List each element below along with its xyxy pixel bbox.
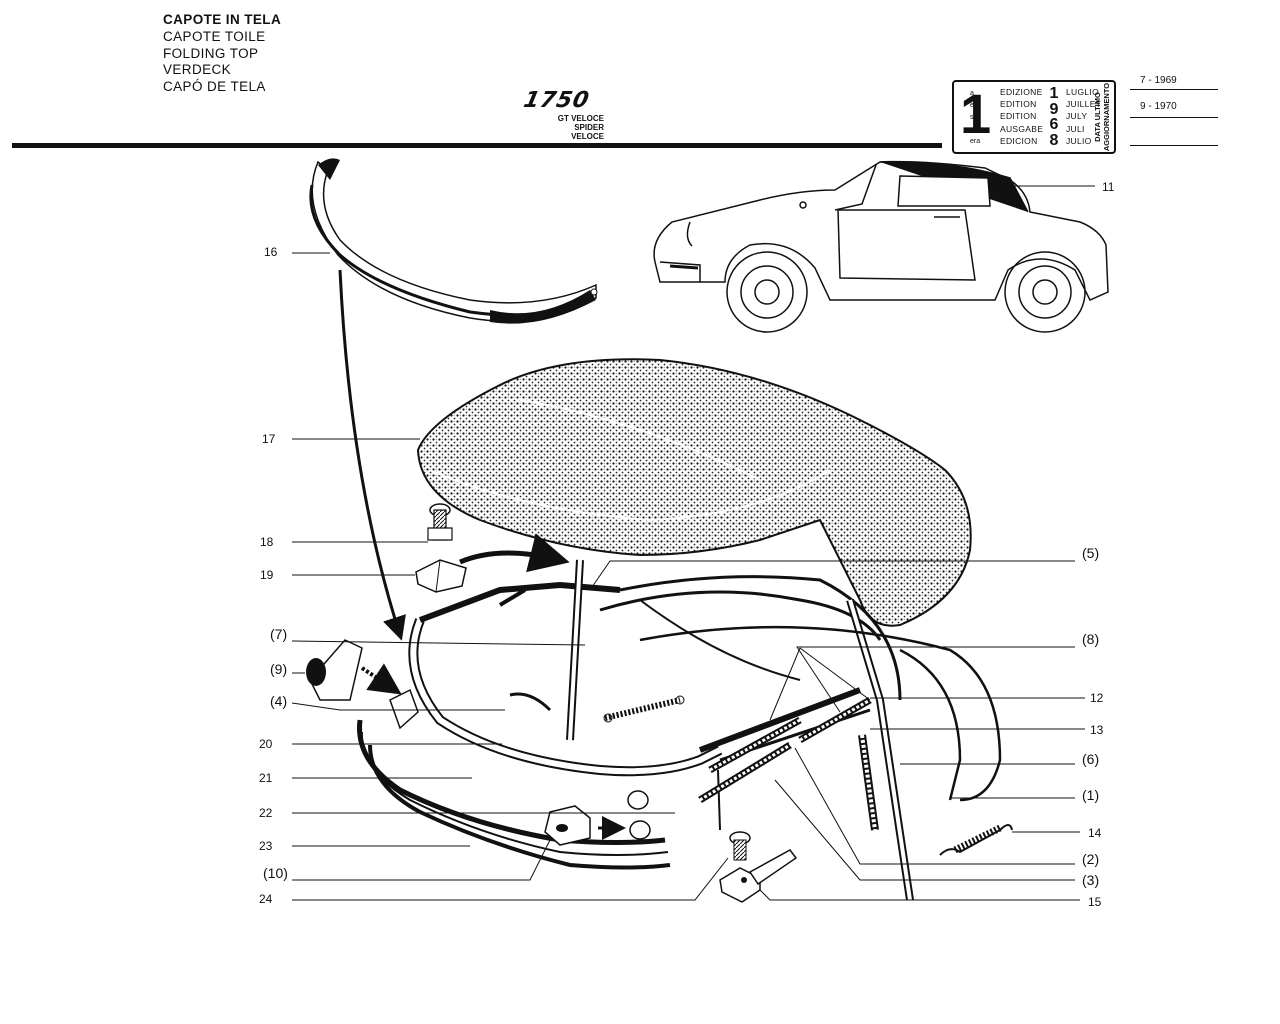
edition-box (952, 80, 1116, 154)
callout-6: (6) (1082, 751, 1100, 767)
title-italian: CAPOTE IN TELA (163, 12, 282, 27)
callout-18: 18 (260, 535, 274, 549)
edition-label-en: EDITION (1000, 111, 1037, 122)
callout-21: 21 (259, 771, 273, 785)
part-9-bracket (306, 639, 419, 730)
callout-24: 24 (259, 892, 273, 906)
month-es: JULIO (1066, 135, 1092, 146)
title-french: CAPOTE TOILE (163, 28, 266, 44)
edition-label-fr: EDITION (1000, 99, 1037, 110)
edition-suffixes: a ère st . era (970, 88, 980, 148)
year-digit: 1 (1049, 85, 1059, 102)
part-13-rails (698, 696, 879, 831)
suffix-de: . (970, 126, 972, 133)
variant-spider-veloce: SPIDER VELOCE (571, 123, 604, 141)
update-2: 9 - 1970 (1140, 101, 1177, 112)
callout-2: (2) (1082, 851, 1100, 867)
update-1: 7 - 1969 (1140, 75, 1177, 86)
part-17-top-cover (416, 358, 972, 627)
edition-label-de: AUSGABE (1000, 123, 1044, 134)
suffix-fr: ère (970, 102, 981, 109)
part-18-screw (427, 503, 453, 541)
update-line-3 (1130, 145, 1218, 146)
part-19-block (415, 533, 570, 593)
edition-year: 1 9 6 8 (1044, 86, 1064, 148)
callout-3: (3) (1082, 872, 1100, 888)
part-24-15-fasteners (717, 769, 798, 903)
callout-22: 22 (259, 806, 273, 820)
edition-months: LUGLIO JUILLET JULY JULI JULIO (1066, 86, 1101, 147)
callout-23: 23 (259, 839, 273, 853)
title-german: VERDECK (163, 62, 232, 78)
model-variants: GT VELOCE SPIDER VELOCE (542, 114, 604, 141)
update-line-2 (1130, 117, 1218, 118)
month-de: JULI (1066, 123, 1085, 134)
callout-9: (9) (270, 661, 288, 677)
car-icon (653, 160, 1109, 333)
part-16-front-bow (309, 158, 598, 641)
callout-leader-lines (291, 185, 1095, 901)
month-fr: JUILLET (1066, 99, 1102, 110)
callout-8: (8) (1082, 631, 1100, 647)
callout-19: 19 (260, 568, 274, 582)
title-english: FOLDING TOP (163, 45, 259, 61)
callout-10: (10) (263, 865, 288, 881)
edition-label-es: EDICION (1000, 135, 1038, 146)
month-en: JULY (1066, 111, 1088, 122)
header-rule (12, 143, 942, 148)
suffix-en: st (970, 114, 976, 121)
edition-label-it: EDIZIONE (1000, 87, 1043, 97)
callout-5: (5) (1082, 545, 1100, 561)
title-spanish: CAPÓ DE TELA (163, 79, 266, 95)
title-block: CAPOTE IN TELA CAPOTE TOILE FOLDING TOP … (163, 12, 281, 96)
callout-11: 11 (1102, 180, 1115, 194)
callout-17: 17 (262, 432, 276, 446)
edition-number: 1 (960, 82, 992, 145)
callout-12: 12 (1090, 691, 1104, 705)
callout-20: 20 (259, 737, 273, 751)
part-22-knob (544, 790, 651, 846)
folding-frame (408, 559, 1002, 901)
month-it: LUGLIO (1066, 87, 1099, 97)
callout-13: 13 (1090, 723, 1104, 737)
year-digit: 8 (1049, 131, 1059, 149)
callout-16: 16 (264, 245, 278, 259)
edition-labels: EDIZIONE EDITION EDITION AUSGABE EDICION (1000, 86, 1043, 147)
part-14-spring (604, 697, 1013, 856)
suffix-es: era (970, 138, 981, 145)
suffix-it: a (970, 90, 974, 97)
year-digit: 9 (1049, 100, 1059, 118)
callout-15: 15 (1088, 895, 1102, 909)
callout-1: (1) (1082, 787, 1100, 803)
update-line-1 (1130, 89, 1218, 90)
callout-14: 14 (1088, 826, 1102, 840)
variant-gt-veloce: GT VELOCE (557, 114, 604, 123)
parts-20-21-23-seals (357, 719, 671, 870)
year-digit: 6 (1049, 116, 1059, 133)
callout-4: (4) (270, 693, 288, 709)
callout-7: (7) (270, 626, 288, 642)
